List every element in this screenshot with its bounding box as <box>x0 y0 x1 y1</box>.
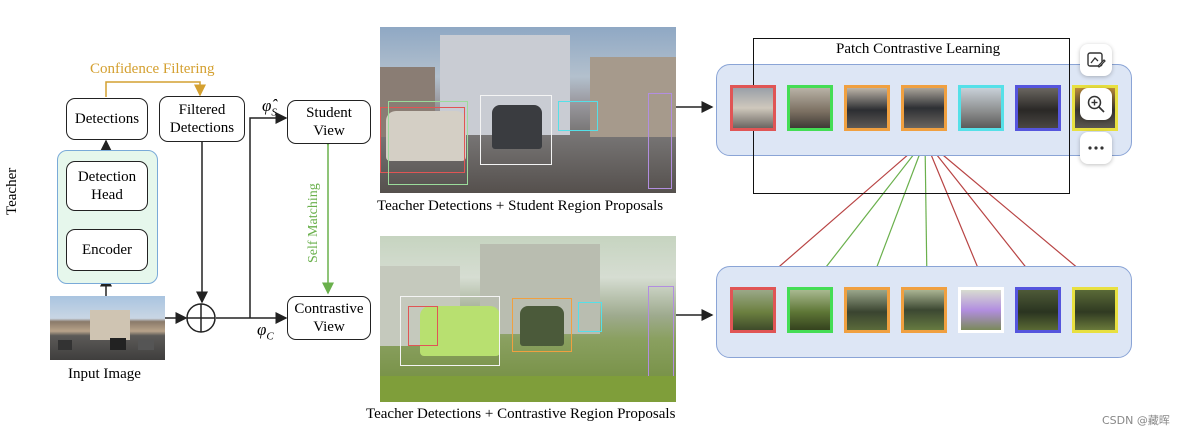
more-button[interactable] <box>1080 132 1112 164</box>
phi-c-subscript: C <box>266 330 274 343</box>
detections-label: Detections <box>74 111 140 127</box>
student-view-label-2: View <box>313 123 345 139</box>
detection-head-box: Detection Head <box>66 161 148 211</box>
filtered-detections-label-2: Detections <box>169 120 235 136</box>
contrastive-view-label-1: Contrastive <box>294 301 364 317</box>
contrastive-view-label-2: View <box>313 319 345 335</box>
phi-c-label: φC <box>257 320 274 342</box>
teacher-label: Teacher <box>4 167 20 215</box>
student-patch <box>901 85 947 131</box>
self-matching-label: Self Matching <box>306 183 321 263</box>
phi-s-label: φ̂S <box>262 96 277 118</box>
detections-box: Detections <box>66 98 148 140</box>
contrastive-patch <box>730 287 776 333</box>
contrastive-patch <box>1072 287 1118 333</box>
student-patch <box>958 85 1004 131</box>
phi-s-symbol: φ̂ <box>262 96 272 115</box>
input-image <box>50 296 165 360</box>
edit-image-icon <box>1087 52 1106 68</box>
confidence-filtering-label: Confidence Filtering <box>90 61 215 77</box>
student-patch <box>730 85 776 131</box>
student-patch <box>844 85 890 131</box>
student-view-box: Student View <box>287 100 371 144</box>
more-icon <box>1088 146 1104 150</box>
detection-head-label-2: Head <box>91 187 123 203</box>
student-scene-image <box>380 27 676 193</box>
contrastive-patch <box>958 287 1004 333</box>
encoder-box: Encoder <box>66 229 148 271</box>
contrastive-patch <box>844 287 890 333</box>
watermark: CSDN @藏晖 <box>1102 414 1170 427</box>
filtered-detections-label-1: Filtered <box>178 102 226 118</box>
student-patch <box>1015 85 1061 131</box>
patch-contrastive-learning-title: Patch Contrastive Learning <box>836 41 1001 57</box>
contrastive-patch <box>787 287 833 333</box>
zoom-in-icon <box>1087 95 1105 113</box>
student-patch <box>787 85 833 131</box>
detection-head-label-1: Detection <box>77 169 137 185</box>
contrastive-view-box: Contrastive View <box>287 296 371 340</box>
student-view-label-1: Student <box>306 105 352 121</box>
encoder-label: Encoder <box>82 242 132 258</box>
contrastive-patch <box>1015 287 1061 333</box>
contrastive-patch <box>901 287 947 333</box>
zoom-in-button[interactable] <box>1080 88 1112 120</box>
filtered-detections-box: Filtered Detections <box>159 96 245 142</box>
contrastive-scene-image <box>380 236 676 402</box>
edit-image-button[interactable] <box>1080 44 1112 76</box>
input-image-caption: Input Image <box>68 366 141 382</box>
student-caption: Teacher Detections + Student Region Prop… <box>377 198 664 214</box>
contrastive-caption: Teacher Detections + Contrastive Region … <box>366 406 676 422</box>
phi-s-subscript: S <box>271 106 277 119</box>
phi-c-symbol: φ <box>257 320 267 339</box>
